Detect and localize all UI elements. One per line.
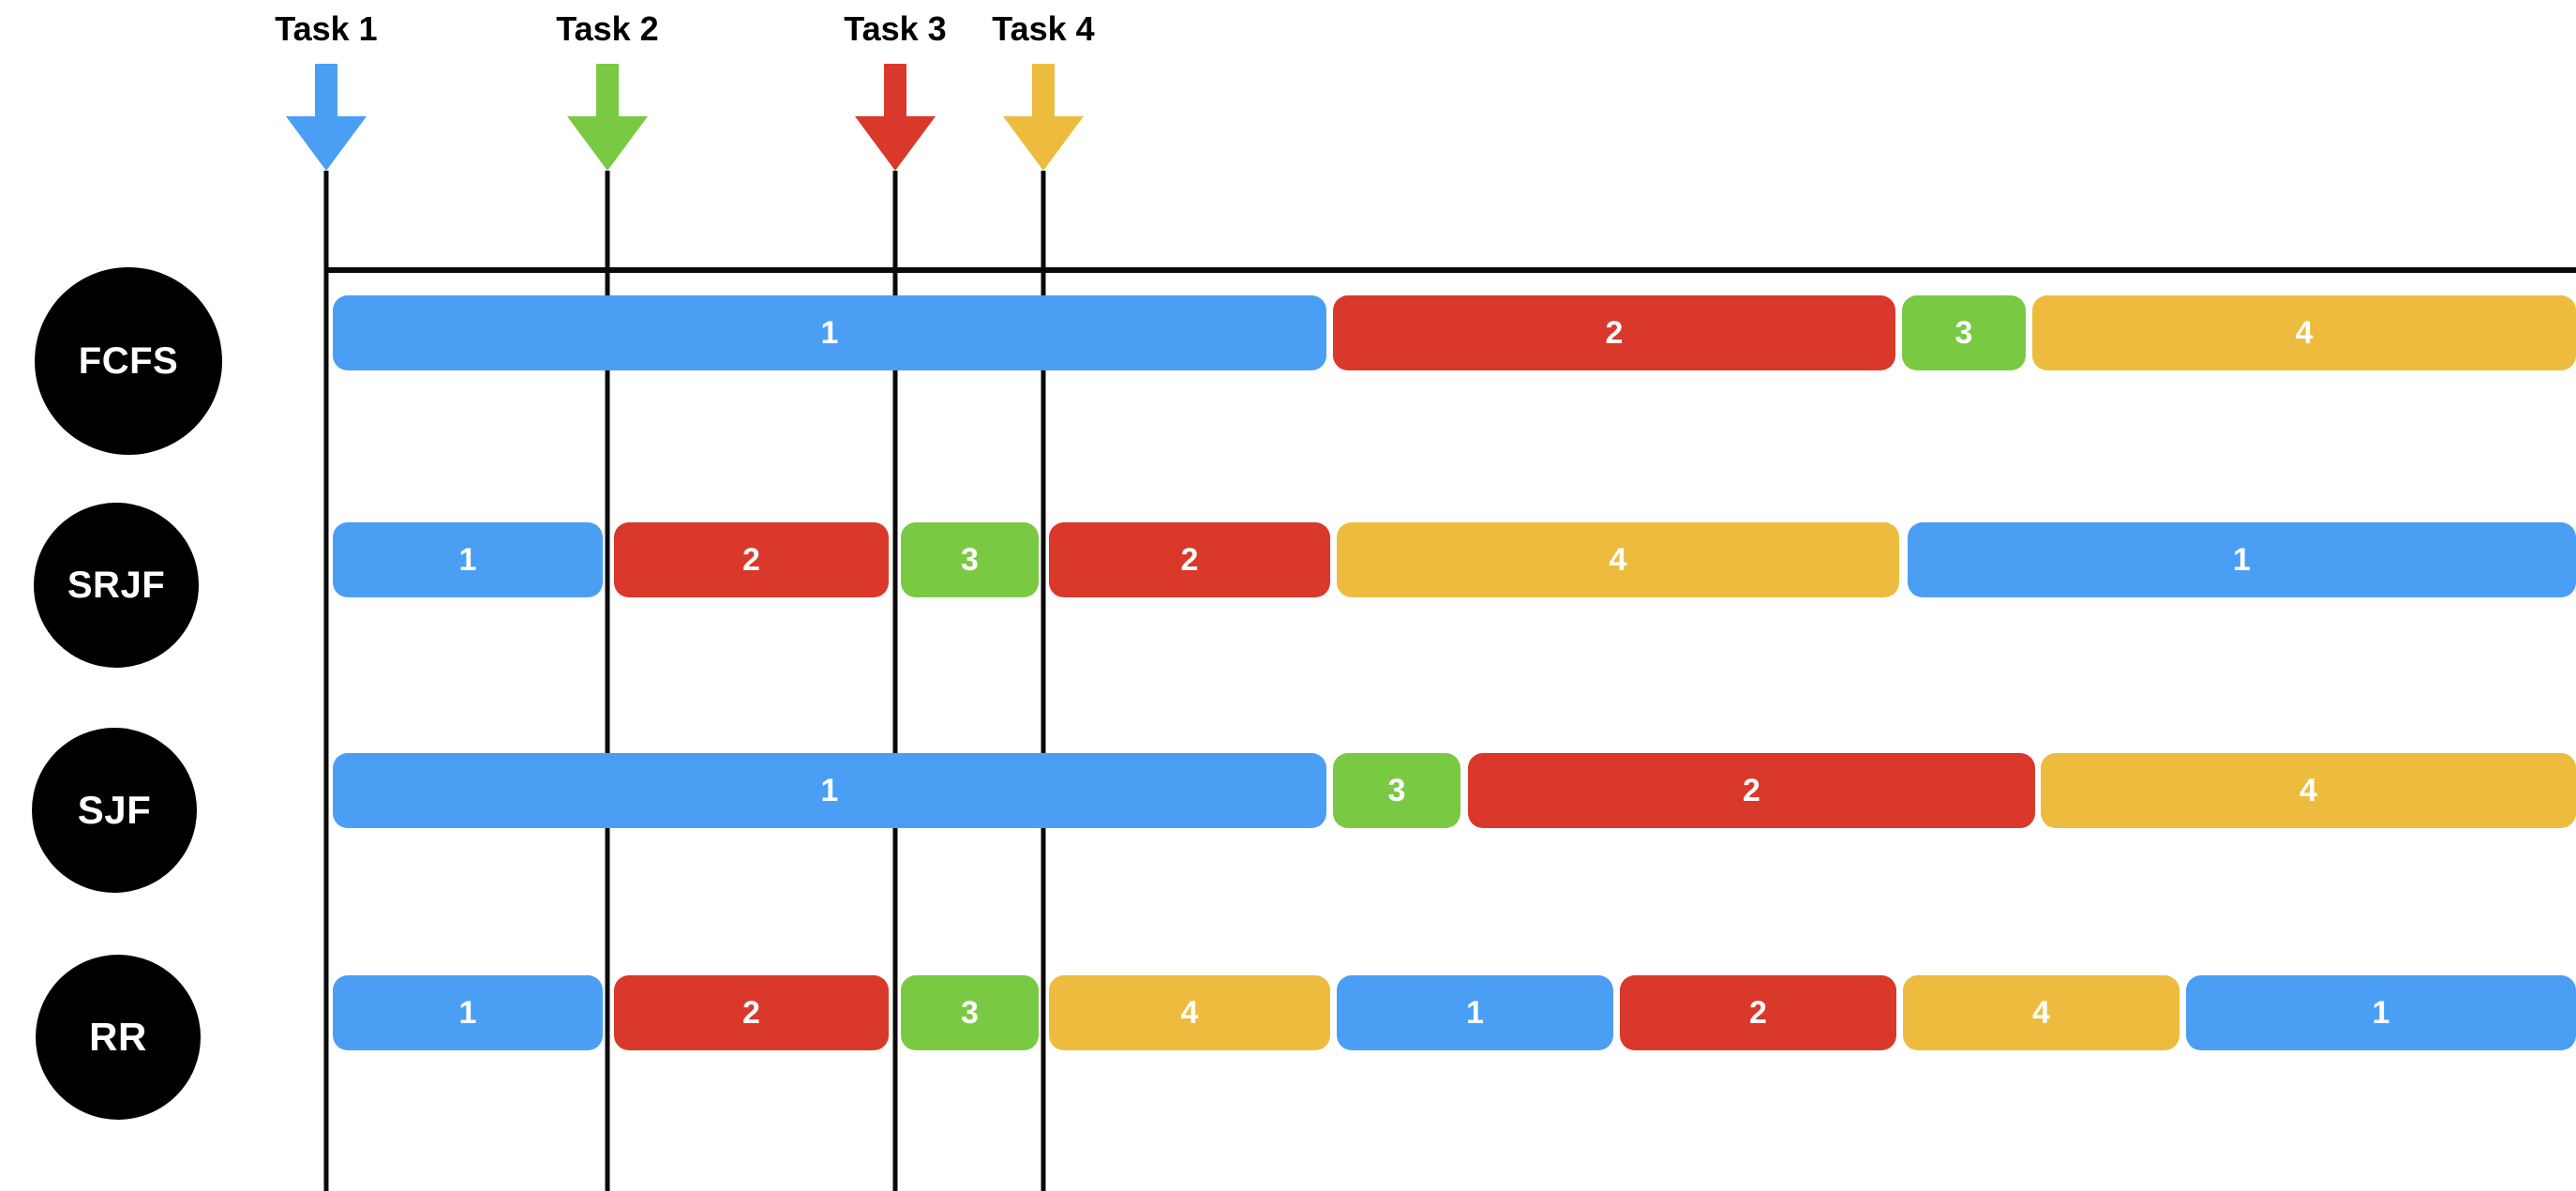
arrow-task-1 <box>286 64 367 175</box>
gantt-bar-rr-task-2[interactable]: 2 <box>1620 975 1896 1050</box>
gantt-bar-label: 3 <box>1387 772 1406 808</box>
gantt-bar-srjf-task-1[interactable]: 1 <box>1908 522 2576 597</box>
gantt-bar-srjf-task-3[interactable]: 3 <box>901 522 1039 597</box>
gantt-bar-label: 2 <box>742 541 760 578</box>
gantt-bar-label: 4 <box>1180 994 1199 1031</box>
gantt-bar-rr-task-1[interactable]: 1 <box>2186 975 2576 1050</box>
gantt-row-srjf: 1 2 3 2 4 1 <box>0 522 2576 597</box>
arrival-label-task-1: Task 1 <box>275 9 378 48</box>
gantt-bar-rr-task-1[interactable]: 1 <box>333 975 603 1050</box>
arrival-gridline-task-4 <box>1041 171 1046 1191</box>
gantt-bar-srjf-task-2[interactable]: 2 <box>1049 522 1330 597</box>
gantt-bar-srjf-task-2[interactable]: 2 <box>614 522 889 597</box>
algorithm-circle-fcfs[interactable]: FCFS <box>35 267 222 455</box>
gantt-bar-sjf-task-2[interactable]: 2 <box>1468 753 2035 828</box>
arrow-task-3 <box>855 64 936 175</box>
gantt-row-rr: 1 2 3 4 1 2 4 1 <box>0 975 2576 1050</box>
algorithm-circle-rr[interactable]: RR <box>36 955 201 1120</box>
gantt-bar-label: 1 <box>1466 994 1484 1031</box>
gantt-bar-label: 4 <box>1609 541 1627 578</box>
algorithm-label: FCFS <box>78 339 179 382</box>
gantt-bar-label: 4 <box>2295 314 2314 351</box>
algorithm-label: SJF <box>77 788 152 832</box>
gantt-bar-fcfs-task-4[interactable]: 4 <box>2032 295 2576 370</box>
gantt-bar-fcfs-task-1[interactable]: 1 <box>333 295 1326 370</box>
gantt-bar-fcfs-task-3[interactable]: 3 <box>1902 295 2026 370</box>
gantt-bar-rr-task-3[interactable]: 3 <box>901 975 1039 1050</box>
gantt-bar-label: 3 <box>961 541 979 578</box>
gantt-bar-label: 2 <box>1743 772 1760 808</box>
arrival-gridline-task-2 <box>605 171 610 1191</box>
gantt-bar-rr-task-2[interactable]: 2 <box>614 975 889 1050</box>
gantt-bar-label: 1 <box>458 994 477 1031</box>
arrival-label-task-2: Task 2 <box>556 9 659 48</box>
gantt-bar-label: 4 <box>2032 994 2050 1031</box>
gantt-bar-fcfs-task-2[interactable]: 2 <box>1333 295 1895 370</box>
gantt-bar-label: 1 <box>820 772 839 808</box>
gantt-bar-label: 1 <box>2233 541 2251 578</box>
gantt-bar-label: 1 <box>820 314 839 351</box>
arrival-label-task-3: Task 3 <box>844 9 947 48</box>
gantt-bar-srjf-task-1[interactable]: 1 <box>333 522 603 597</box>
gantt-bar-sjf-task-4[interactable]: 4 <box>2041 753 2576 828</box>
algorithm-circle-srjf[interactable]: SRJF <box>34 503 199 668</box>
gantt-bar-rr-task-4[interactable]: 4 <box>1049 975 1330 1050</box>
algorithm-label: SRJF <box>67 564 166 606</box>
gantt-bar-rr-task-4[interactable]: 4 <box>1903 975 2179 1050</box>
gantt-row-fcfs: 1 2 3 4 <box>0 295 2576 370</box>
gantt-bar-label: 2 <box>1180 541 1199 578</box>
gantt-bar-srjf-task-4[interactable]: 4 <box>1337 522 1899 597</box>
gantt-bar-label: 4 <box>2299 772 2317 808</box>
time-axis-line <box>326 267 2576 273</box>
gantt-bar-label: 2 <box>1749 994 1767 1031</box>
gantt-bar-label: 1 <box>458 541 477 578</box>
gantt-bar-label: 1 <box>2372 994 2390 1031</box>
gantt-bar-label: 3 <box>961 994 979 1031</box>
gantt-bar-rr-task-1[interactable]: 1 <box>1337 975 1613 1050</box>
arrival-gridline-task-3 <box>892 171 898 1191</box>
arrow-task-2 <box>567 64 648 175</box>
arrow-task-4 <box>1003 64 1084 175</box>
gantt-bar-label: 3 <box>1954 314 1973 351</box>
arrival-label-task-4: Task 4 <box>992 9 1095 48</box>
gantt-row-sjf: 1 3 2 4 <box>0 753 2576 828</box>
gantt-bar-label: 2 <box>742 994 760 1031</box>
gantt-bar-label: 2 <box>1605 314 1624 351</box>
arrival-gridline-task-1 <box>323 171 329 1191</box>
algorithm-label: RR <box>89 1015 147 1059</box>
gantt-bar-sjf-task-1[interactable]: 1 <box>333 753 1326 828</box>
gantt-bar-sjf-task-3[interactable]: 3 <box>1333 753 1460 828</box>
algorithm-circle-sjf[interactable]: SJF <box>32 728 197 893</box>
